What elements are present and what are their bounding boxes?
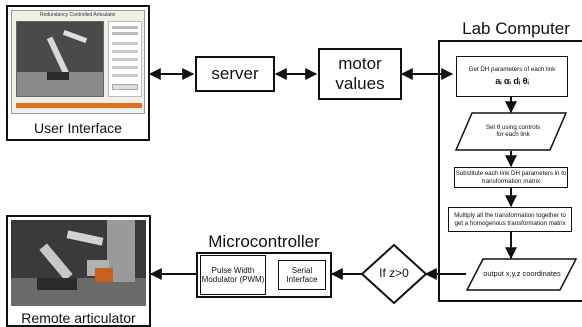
decision-diamond [360,243,428,305]
server-box: server [195,56,275,92]
motor-values-line2: values [335,74,385,93]
pwm-text: Pulse Width Modulator (PWM) [201,265,265,284]
user-interface-panel: Redundancy Controlled Articulator User I… [6,5,150,141]
step2-text: Set θ using controls for each link [485,123,541,138]
ui-screenshot: Redundancy Controlled Articulator [11,10,145,114]
motor-values-box: motor values [318,48,402,100]
step3-box: Substitute each link DH parameters in to… [454,167,568,188]
ui-orange-bar [16,103,142,108]
decision-label: If z>0 [379,266,409,280]
user-interface-caption: User Interface [34,120,122,136]
serial-box: Serial Interface [278,260,326,290]
motor-values-line1: motor [338,54,382,74]
remote-photo [11,220,146,306]
step1-text: Get DH parameters of each link [468,66,556,74]
step5-shape [465,258,578,291]
microcontroller-title: Microcontroller [208,232,320,252]
ui-window-title: Redundancy Controlled Articulator [40,12,116,18]
step5-text: output x,y,z coordinates [483,268,561,278]
step2-shape [454,112,568,151]
step3-text: Substitute each link DH parameters in to… [455,170,567,185]
remote-articulator-caption: Remote articulator [21,310,136,326]
pwm-box: Pulse Width Modulator (PWM) [200,255,266,295]
lab-computer-title: Lab Computer [462,19,570,39]
remote-articulator-panel: Remote articulator [6,215,151,327]
step1-symbols: aᵢ αᵢ dᵢ θᵢ [495,75,529,86]
ui-camera-feed [16,21,104,97]
step4-box: Multiply all the transformation together… [448,207,572,232]
lab-computer-frame [438,40,582,302]
step1-box: Get DH parameters of each link aᵢ αᵢ dᵢ … [456,56,568,97]
step4-text: Multiply all the transformation together… [454,212,566,227]
serial-text: Serial Interface [286,265,318,284]
ui-control-panel [108,21,142,97]
